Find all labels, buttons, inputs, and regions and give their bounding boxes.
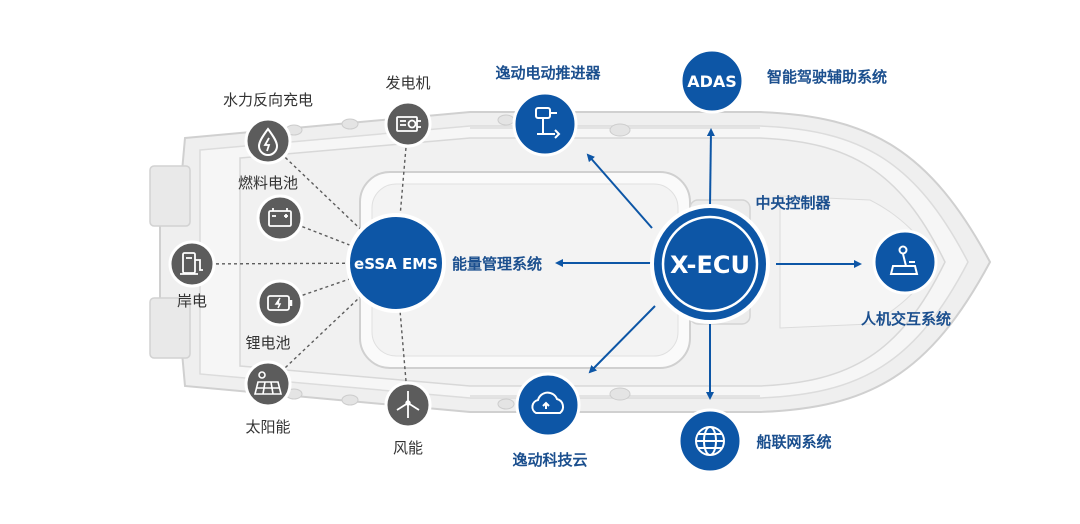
energy-label-lithium: 锂电池	[245, 334, 290, 352]
transom-step-top	[149, 165, 191, 227]
energy-label-shore: 岸电	[177, 292, 207, 310]
subsystem-label-cloud: 逸动科技云	[512, 451, 587, 469]
energy-label-generator: 发电机	[385, 74, 430, 92]
solar-panel-icon	[253, 371, 283, 395]
subsystem-label-iot: 船联网系统	[756, 433, 831, 451]
ems-label: eSSA EMS	[354, 255, 438, 273]
arrow-to-propulsion	[586, 153, 653, 229]
energy-node-generator	[384, 100, 432, 148]
battery-bolt-icon	[267, 295, 293, 311]
energy-node-wind	[384, 381, 432, 429]
subsystem-node-cloud	[515, 372, 581, 438]
subsystem-node-adas: ADAS	[679, 48, 745, 114]
subsystem-node-propulsion	[512, 91, 578, 157]
ecu-label: X-ECU	[670, 251, 750, 279]
wind-turbine-icon	[396, 391, 420, 418]
fuel-cell-battery-icon	[268, 208, 292, 227]
subsystem-label-propulsion: 逸动电动推进器	[495, 64, 601, 82]
arrow-to-adas	[706, 128, 715, 207]
energy-node-fuel-cell	[256, 194, 304, 242]
energy-label-solar: 太阳能	[245, 418, 290, 436]
joystick-icon	[889, 245, 919, 275]
ems-node: eSSA EMS	[346, 213, 446, 313]
subsystem-node-hmi	[872, 229, 938, 295]
energy-label-wind: 风能	[393, 439, 423, 457]
subsystem-label-adas: 智能驾驶辅助系统	[767, 68, 887, 86]
energy-node-shore	[168, 240, 216, 288]
ecu-node: X-ECU	[650, 204, 770, 324]
ems-caption: 能量管理系统	[452, 255, 542, 273]
energy-node-lithium	[256, 279, 304, 327]
energy-label-fuel-cell: 燃料电池	[238, 174, 298, 192]
transom-step-bottom	[149, 297, 191, 359]
adas-icon-text: ADAS	[687, 72, 737, 91]
globe-icon	[695, 426, 725, 456]
energy-label-hydro: 水力反向充电	[223, 91, 313, 109]
energy-node-solar	[244, 360, 292, 408]
water-drop-bolt-icon	[257, 127, 279, 156]
cloud-icon	[531, 391, 564, 414]
outboard-motor-icon	[535, 107, 561, 139]
charging-station-icon	[180, 252, 203, 275]
generator-icon	[396, 116, 421, 132]
subsystem-node-iot	[677, 408, 743, 474]
arrow-to-cloud	[588, 305, 656, 374]
subsystem-label-hmi: 人机交互系统	[861, 310, 951, 328]
energy-node-hydro	[244, 117, 292, 165]
deck-fittings	[285, 114, 631, 410]
ecu-caption: 中央控制器	[755, 194, 831, 212]
